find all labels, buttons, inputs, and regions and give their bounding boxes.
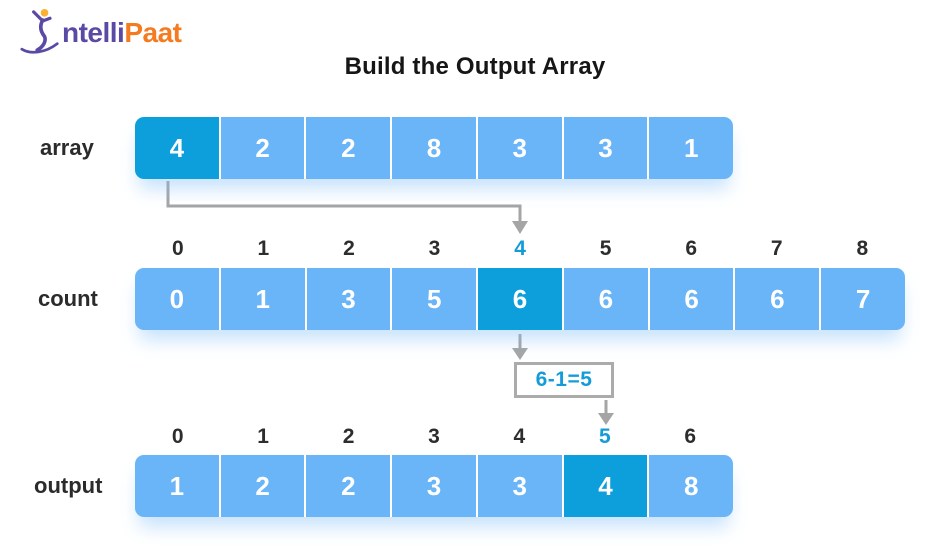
arrow-array-to-count xyxy=(166,181,522,222)
arrow-array-to-count-head xyxy=(512,221,528,234)
output-cell-4: 3 xyxy=(477,455,564,517)
logo-text-secondary: Paat xyxy=(124,17,182,48)
output-index-6: 6 xyxy=(684,425,697,448)
array-cell-4: 3 xyxy=(477,117,564,179)
array-cell-5: 3 xyxy=(563,117,650,179)
intellipaat-logo: ntelliPaat xyxy=(20,8,182,56)
count-cell-2: 3 xyxy=(306,268,393,330)
array-row-label: array xyxy=(40,135,94,160)
page-title: Build the Output Array xyxy=(344,53,606,80)
count-cell-5: 6 xyxy=(563,268,650,330)
count-row-label: count xyxy=(38,286,98,311)
count-index-0: 0 xyxy=(171,237,184,260)
output-cell-0: 1 xyxy=(135,455,221,517)
count-cell-8: 7 xyxy=(821,268,905,330)
output-index-3: 3 xyxy=(428,425,440,448)
output-cell-1: 2 xyxy=(220,455,307,517)
count-index-4: 4 xyxy=(514,237,526,260)
logo-text-primary: ntelli xyxy=(62,17,125,48)
count-index-1: 1 xyxy=(257,237,270,260)
count-index-7: 7 xyxy=(770,237,783,260)
output-index-5: 5 xyxy=(598,425,611,448)
output-cell-5: 4 xyxy=(563,455,650,517)
count-index-2: 2 xyxy=(343,237,355,260)
output-index-1: 1 xyxy=(257,425,269,448)
arrow-count-to-formula-head xyxy=(512,348,528,360)
array-cell-0: 4 xyxy=(135,117,221,179)
count-cell-3: 5 xyxy=(392,268,479,330)
count-index-3: 3 xyxy=(428,237,441,260)
output-cell-2: 2 xyxy=(306,455,393,517)
output-cell-3: 3 xyxy=(392,455,478,517)
array-cell-2: 2 xyxy=(306,117,393,179)
output-index-2: 2 xyxy=(342,425,355,448)
count-cell-0: 0 xyxy=(135,268,221,330)
count-cell-1: 1 xyxy=(220,268,307,330)
count-cell-7: 6 xyxy=(735,268,822,330)
count-index-6: 6 xyxy=(685,237,697,260)
formula-box: 6-1=5 xyxy=(514,362,614,398)
array-cell-1: 2 xyxy=(220,117,307,179)
count-index-8: 8 xyxy=(856,237,869,260)
output-indices: 0 1 2 3 4 5 6 xyxy=(135,425,733,451)
output-cell-6: 8 xyxy=(649,455,733,517)
count-index-5: 5 xyxy=(599,237,612,260)
output-index-0: 0 xyxy=(171,425,184,448)
logo-text: ntelliPaat xyxy=(62,19,182,56)
output-row-label: output xyxy=(34,473,103,498)
array-cell-3: 8 xyxy=(392,117,478,179)
formula-text: 6-1=5 xyxy=(535,368,593,391)
arrow-formula-to-output-head xyxy=(598,413,614,425)
count-indices: 0 1 2 3 4 5 6 7 8 xyxy=(135,237,905,263)
count-cell-4: 6 xyxy=(478,268,564,330)
output-index-4: 4 xyxy=(513,425,526,448)
count-cell-6: 6 xyxy=(649,268,736,330)
logo-person-icon xyxy=(20,9,59,54)
array-cell-6: 1 xyxy=(649,117,733,179)
